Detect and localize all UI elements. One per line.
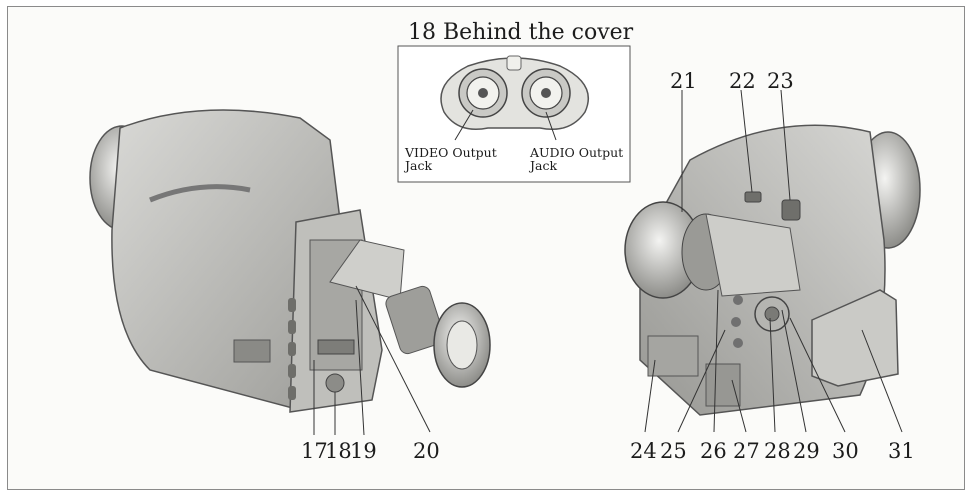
battery-pack <box>705 363 741 407</box>
callout-17: 17 <box>301 439 328 463</box>
battery-compartment <box>647 335 699 377</box>
video-output-jack-icon <box>458 68 508 118</box>
viewfinder-barrel <box>385 285 445 355</box>
audio-jack-label-line1: AUDIO Output <box>529 145 623 160</box>
dial-center <box>764 306 780 322</box>
viewfinder-arm <box>329 239 405 301</box>
top-button-22 <box>744 191 762 203</box>
callout-20: 20 <box>413 439 440 463</box>
video-leader-line <box>454 109 474 141</box>
connector-door <box>317 339 355 355</box>
audio-output-jack-icon <box>521 68 571 118</box>
callout-23: 23 <box>767 69 794 93</box>
callout-24: 24 <box>630 439 657 463</box>
video-jack-label-line2: Jack <box>403 158 432 173</box>
callout-18: 18 <box>325 439 352 463</box>
left-leader-lines <box>313 285 431 436</box>
camcorder-right-view <box>624 124 921 416</box>
callout-19: 19 <box>350 439 377 463</box>
inset-title: 18 Behind the cover <box>408 20 634 45</box>
audio-leader-line <box>545 111 557 141</box>
panel-notch <box>506 55 522 71</box>
camcorder-left-view <box>89 109 491 413</box>
side-buttons <box>288 298 296 400</box>
inset-panel: 18 Behind the cover VIDEO Output Jack AU… <box>397 20 634 183</box>
jack-cover-icon <box>325 373 345 393</box>
callout-29: 29 <box>793 439 820 463</box>
callout-28: 28 <box>764 439 791 463</box>
top-switch-23 <box>781 199 801 221</box>
callout-31: 31 <box>888 439 915 463</box>
callout-25: 25 <box>660 439 687 463</box>
eyepiece-glass <box>446 320 478 370</box>
viewfinder-housing <box>705 213 801 297</box>
callout-21: 21 <box>670 69 697 93</box>
grip-strap <box>233 339 271 363</box>
callout-26: 26 <box>700 439 727 463</box>
grip-belt <box>811 289 899 387</box>
video-jack-label-line1: VIDEO Output <box>404 145 497 160</box>
callout-22: 22 <box>729 69 756 93</box>
callout-numbers: 17 18 19 20 21 22 23 24 25 26 27 28 29 3… <box>301 69 915 463</box>
right-leader-lines <box>644 89 903 433</box>
audio-jack-label-line2: Jack <box>528 158 557 173</box>
vent-grille <box>149 184 251 203</box>
rear-buttons <box>731 295 743 348</box>
callout-27: 27 <box>733 439 760 463</box>
callout-30: 30 <box>832 439 859 463</box>
